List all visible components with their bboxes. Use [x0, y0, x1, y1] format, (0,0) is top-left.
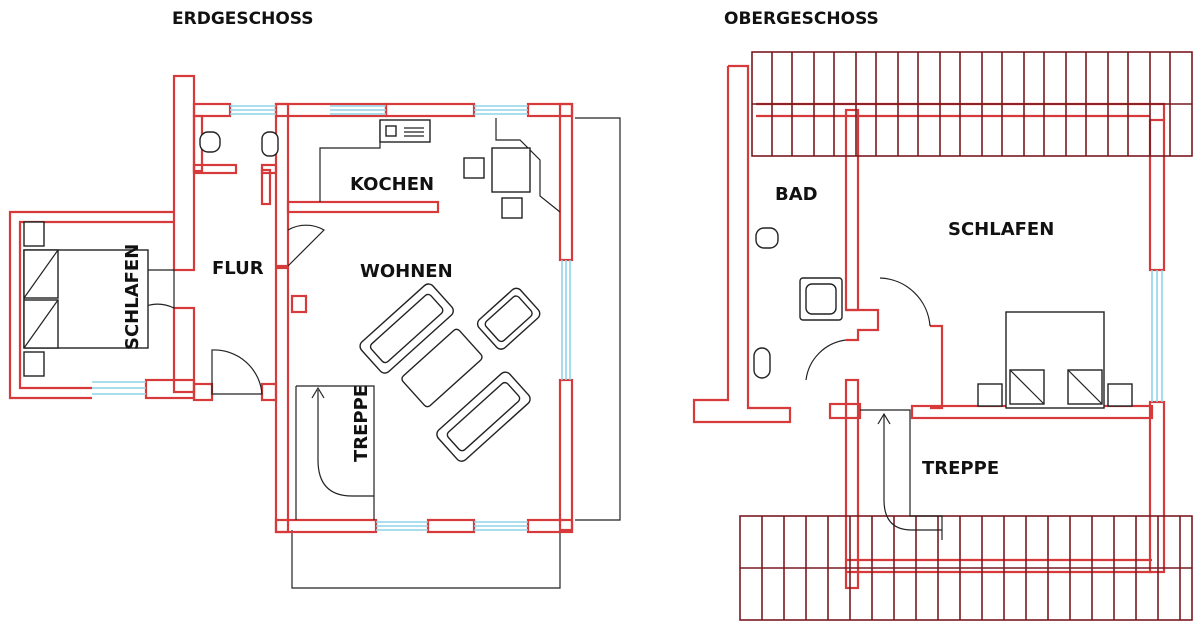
door-swing-icon: [145, 269, 175, 309]
nightstand: [23, 221, 45, 247]
upper-floor-plan: OBERGESCHOSS: [692, 9, 1193, 621]
sink-icon: [753, 347, 771, 379]
nightstand: [977, 383, 1003, 407]
room-label-schlafen-upper: SCHLAFEN: [948, 219, 1054, 240]
dining-chair: [463, 157, 485, 179]
ground-doors: [145, 224, 325, 395]
nightstand: [1107, 383, 1133, 407]
upper-doors: [805, 277, 931, 381]
living-room-sofas: [359, 283, 541, 462]
terrace-right: [575, 117, 621, 521]
ground-floor-windows: [92, 105, 571, 531]
upper-bathroom: [753, 227, 843, 379]
kitchen-counters: [319, 118, 561, 219]
ground-floor-title: ERDGESCHOSS: [172, 9, 314, 29]
upper-stairs: [860, 409, 943, 540]
room-label-flur: FLUR: [212, 258, 264, 279]
toilet-icon: [755, 227, 779, 249]
door-swing-icon: [287, 224, 325, 267]
nightstand: [23, 351, 45, 377]
roof-tiles-top: [751, 51, 1193, 157]
ground-floor-plan: ERDGESCHOSS: [8, 9, 621, 589]
terrace-bottom: [291, 530, 561, 589]
toilet-icon: [199, 131, 221, 153]
roof-tiles-bottom: [739, 515, 1193, 621]
ground-stairs: [295, 385, 375, 520]
sink-icon: [261, 131, 279, 157]
ground-bed: [23, 221, 149, 377]
room-label-bad: BAD: [775, 184, 818, 205]
room-label-wohnen: WOHNEN: [360, 261, 453, 282]
room-label-kochen: KOCHEN: [350, 174, 434, 195]
ground-wc: [199, 131, 279, 157]
room-label-schlafen: SCHLAFEN: [122, 244, 143, 350]
dining-chair: [501, 197, 523, 219]
dining-table: [491, 147, 531, 193]
upper-floor-title: OBERGESCHOSS: [724, 9, 879, 29]
room-label-treppe-upper: TREPPE: [922, 458, 999, 479]
door-swing-icon: [211, 349, 263, 395]
room-label-treppe: TREPPE: [351, 385, 372, 462]
coffee-table: [401, 328, 483, 408]
upper-floor-windows: [1151, 270, 1163, 402]
upper-bed: [977, 311, 1133, 409]
